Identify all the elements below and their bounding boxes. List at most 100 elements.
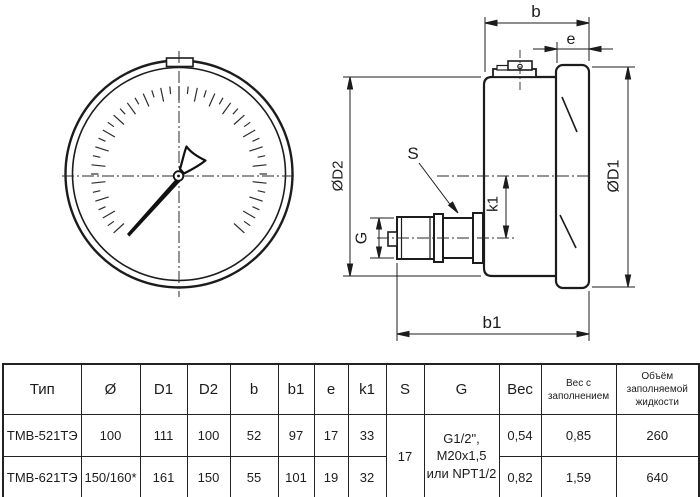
header-s: S — [385, 363, 425, 415]
dial-tick — [91, 164, 106, 167]
front-view — [62, 51, 297, 297]
cell-weight: 0,54 — [498, 414, 542, 457]
dim-label-k1: k1 — [485, 196, 502, 212]
needle-hub-pin — [177, 174, 180, 178]
dim-b: b — [484, 2, 590, 72]
dim-label-e: e — [567, 31, 576, 48]
cell-d2: 150 — [186, 456, 231, 497]
dial-tick — [249, 196, 263, 202]
header-k1: k1 — [347, 363, 387, 415]
dim-label-d2: ØD2 — [330, 161, 347, 192]
side-view — [377, 50, 591, 290]
dial-tick — [242, 129, 256, 138]
dial-tick — [119, 108, 126, 115]
dial-tick — [113, 114, 125, 125]
filler-plug-front — [165, 57, 194, 68]
dial-tick — [95, 146, 109, 152]
dial-tick — [134, 97, 140, 105]
header-weight: Вес — [498, 363, 542, 415]
dial-tick — [193, 87, 198, 102]
dial-tick — [142, 93, 150, 107]
glass-mark-bottom — [559, 214, 577, 249]
dial-tick — [92, 190, 101, 193]
header-b1: b1 — [277, 363, 315, 415]
header-diameter: Ø — [80, 363, 141, 415]
dial-tick — [107, 220, 115, 227]
technical-drawing: b e ØD1 — [62, 2, 635, 341]
header-g: G — [423, 363, 500, 415]
dial-tick — [233, 223, 245, 234]
dial-tick — [113, 223, 125, 234]
dial-tick — [92, 155, 101, 158]
dim-k1: k1 — [485, 175, 510, 239]
table-row: ТМВ-621ТЭ 150/160* 161 150 55 101 19 32 … — [2, 456, 700, 497]
stem-nipple — [387, 231, 398, 247]
dial-tick — [203, 90, 207, 98]
dial-tick — [222, 102, 232, 115]
dial-tick — [233, 114, 245, 125]
dial-tick — [91, 181, 106, 184]
dial-tick — [243, 121, 251, 128]
header-fill-volume: Объём заполняемой жидкости — [615, 363, 700, 415]
header-b: b — [229, 363, 279, 415]
dial-tick — [160, 87, 165, 102]
spec-table: Тип Ø D1 D2 b b1 e k1 S G Вес Вес с запо… — [2, 363, 700, 497]
cell-d1: 111 — [139, 414, 188, 457]
cell-b1: 101 — [277, 456, 315, 497]
cell-g-merged: G1/2", M20x1,5 или NPT1/2 — [423, 414, 500, 497]
dial-tick — [95, 196, 109, 202]
cell-type: ТМВ-521ТЭ — [2, 414, 82, 457]
cell-weight: 0,82 — [498, 456, 542, 497]
dim-label-b: b — [531, 2, 540, 21]
dial-tick — [252, 137, 260, 142]
dial-tick — [102, 129, 116, 138]
dial-tick — [252, 164, 267, 167]
cell-e: 17 — [313, 414, 349, 457]
dial-tick — [257, 190, 266, 193]
needle-counterweight — [178, 145, 207, 175]
dial-tick — [186, 86, 189, 94]
cell-d1: 161 — [139, 456, 188, 497]
cell-diameter: 150/160* — [80, 456, 141, 497]
dial-tick — [98, 137, 106, 142]
cell-type: ТМВ-621ТЭ — [2, 456, 82, 497]
header-d1: D1 — [139, 363, 188, 415]
dial-tick — [107, 121, 115, 128]
dial-ticks — [91, 86, 267, 234]
table-header-row: Тип Ø D1 D2 b b1 e k1 S G Вес Вес с запо… — [2, 363, 700, 415]
cell-b: 55 — [229, 456, 279, 497]
dial-tick — [218, 97, 224, 105]
dial-tick — [151, 90, 155, 98]
dial-tick — [102, 210, 116, 219]
cell-e: 19 — [313, 456, 349, 497]
dial-tick — [242, 210, 256, 219]
dial-tick — [169, 86, 172, 94]
cell-weight-filled: 0,85 — [540, 414, 617, 457]
cell-volume: 260 — [615, 414, 700, 457]
header-type: Тип — [2, 363, 82, 415]
dim-label-d1: ØD1 — [606, 159, 623, 192]
cell-s-merged: 17 — [385, 414, 425, 497]
header-weight-filled: Вес с заполнением — [540, 363, 617, 415]
dial-tick — [232, 108, 239, 115]
dial-tick — [243, 220, 251, 227]
dial-tick — [257, 155, 266, 158]
dial-tick — [208, 93, 216, 107]
header-d2: D2 — [186, 363, 231, 415]
cell-d2: 100 — [186, 414, 231, 457]
cell-b: 52 — [229, 414, 279, 457]
dial-tick — [252, 206, 260, 211]
table-row: ТМВ-521ТЭ 100 111 100 52 97 17 33 17 G1/… — [2, 414, 700, 497]
dial-tick — [252, 181, 267, 184]
cell-volume: 640 — [615, 456, 700, 497]
gauge-needle — [127, 177, 181, 237]
dial-tick — [249, 146, 263, 152]
dim-b1: b1 — [396, 263, 590, 341]
dim-g: G — [354, 217, 394, 259]
cell-diameter: 100 — [80, 414, 141, 457]
cell-weight-filled: 1,59 — [540, 456, 617, 497]
glass-mark-top — [561, 96, 578, 133]
dimensions: b e ØD1 — [330, 2, 635, 341]
dim-s: S — [407, 144, 459, 214]
